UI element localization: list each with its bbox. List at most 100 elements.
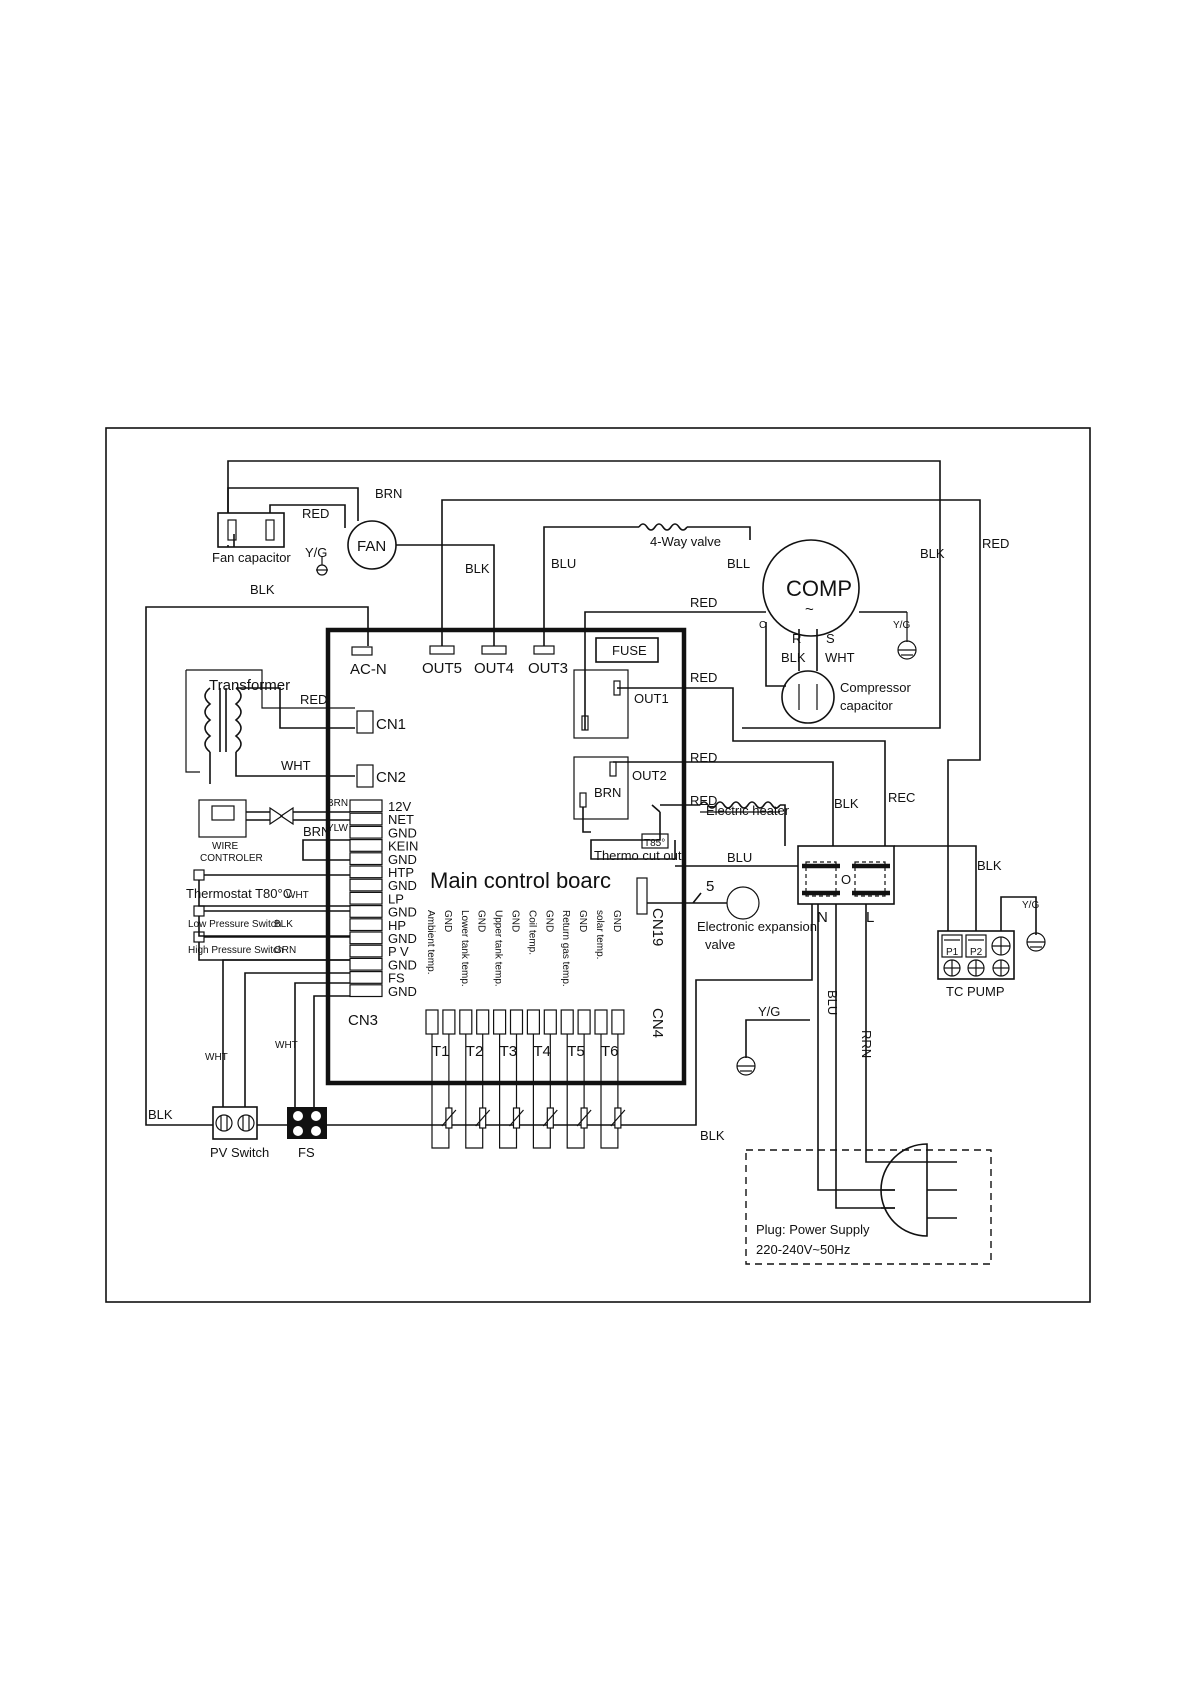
cn4-pin <box>476 1009 490 1035</box>
cn3-pin <box>349 799 383 813</box>
svg-text:C: C <box>759 620 766 631</box>
wire-label-blu-out3: BLU <box>551 556 576 571</box>
sensor-label: GND <box>611 910 622 932</box>
cn3-pin-label: GND <box>388 825 417 840</box>
thermistor-wire <box>566 1034 585 1149</box>
thermistor-arrow <box>475 1109 491 1127</box>
wire-label-yg-fan: Y/G <box>305 545 327 560</box>
cn3-pin <box>349 970 383 984</box>
connector-out3: OUT3 <box>528 645 568 677</box>
compressor-capacitor: Compressor capacitor <box>781 670 911 724</box>
svg-text:OUT3: OUT3 <box>528 660 568 677</box>
low-pressure-switch: Low Pressure Switch BLK <box>188 905 350 937</box>
svg-text:S: S <box>826 631 835 646</box>
wire-label-yg-plug: Y/G <box>758 1004 780 1019</box>
connector-cn4 <box>425 1009 625 1035</box>
cn3-pin <box>349 957 383 971</box>
svg-text:CN19: CN19 <box>649 908 666 946</box>
connector-cn2: CN2 <box>356 764 406 788</box>
svg-text:OUT4: OUT4 <box>474 660 514 677</box>
svg-text:capacitor: capacitor <box>840 698 893 713</box>
sensor-name: T1 <box>432 1043 450 1060</box>
svg-text:Thermostat T80°C: Thermostat T80°C <box>186 886 292 901</box>
high-pressure-switch: High Pressure Switch GRN <box>188 931 350 961</box>
connector-out5: OUT5 <box>422 645 462 677</box>
wire-label-wht-s: WHT <box>825 650 855 665</box>
electric-heater: Electric heater <box>699 801 790 818</box>
cn4-pin <box>543 1009 557 1035</box>
sensor-label: Coil temp. <box>526 910 537 955</box>
wire-label-rrn: RRN <box>859 1030 874 1058</box>
cn3-label: CN3 <box>348 1012 378 1029</box>
thermistor-arrow <box>509 1109 524 1127</box>
wire-label-wht-pv: WHT <box>205 1052 228 1063</box>
wire-label-blk-right: BLK <box>920 546 945 561</box>
wire-label-brn-kein: BRN <box>303 824 330 839</box>
cn3-pin <box>349 944 383 958</box>
svg-text:valve: valve <box>705 937 735 952</box>
svg-text:High Pressure Switch: High Pressure Switch <box>188 945 284 956</box>
wire-label-red-cn1: RED <box>300 692 327 707</box>
svg-text:4-Way valve: 4-Way valve <box>650 534 721 549</box>
board-title: Main control boarc <box>430 868 611 893</box>
relay-out1: OUT1 <box>573 669 669 739</box>
connector-cn19: CN19 <box>636 877 666 946</box>
cn4-pin <box>425 1009 439 1035</box>
svg-text:PV Switch: PV Switch <box>210 1145 269 1160</box>
svg-text:Fan capacitor: Fan capacitor <box>212 550 291 565</box>
svg-text:O: O <box>841 872 851 887</box>
sensor-name: T4 <box>533 1043 551 1060</box>
svg-text:Thermo cut out: Thermo cut out <box>594 848 682 863</box>
svg-text:CN1: CN1 <box>376 716 406 733</box>
wire-label-ylw: YLW <box>327 823 348 834</box>
svg-text:T85°: T85° <box>644 838 665 849</box>
cn3-pin-label: FS <box>388 971 405 986</box>
sensor-label: GND <box>510 910 521 932</box>
svg-text:FS: FS <box>298 1145 315 1160</box>
connector-out4: OUT4 <box>474 645 514 677</box>
wire-label-blk-bottom: BLK <box>700 1128 725 1143</box>
thermistor-arrow <box>542 1109 558 1127</box>
svg-text:WHT: WHT <box>286 890 309 901</box>
wire-label-blk-mid: BLK <box>834 796 859 811</box>
tc-pump: P1 P2 TC PUMP <box>937 930 1015 999</box>
fan-capacitor: Fan capacitor <box>212 512 291 565</box>
wire-label-blk-out4: BLK <box>465 561 490 576</box>
wire-label-blu-mains: BLU <box>825 990 840 1015</box>
wire-label-yg-pump: Y/G <box>1022 900 1039 911</box>
sensor-label: Upper tank temp. <box>493 910 504 987</box>
cn4-pin <box>509 1009 524 1035</box>
cn3-pin <box>349 852 383 866</box>
transformer: Transformer <box>185 669 355 773</box>
svg-text:FAN: FAN <box>357 538 386 555</box>
cn4-pin <box>526 1009 541 1035</box>
cn4-pin <box>560 1009 574 1035</box>
cn4-pin <box>611 1009 625 1035</box>
cn3-pin-label: HP <box>388 918 406 933</box>
wire-label-wht-fs: WHT <box>275 1040 298 1051</box>
cn4-label: CN4 <box>649 1008 666 1038</box>
cn3-pin <box>349 812 383 826</box>
thermistor-arrow <box>441 1109 457 1127</box>
sensor-label: solar temp. <box>594 910 605 959</box>
sensor-label: GND <box>476 910 487 932</box>
svg-text:P2: P2 <box>970 947 983 958</box>
connector-ac-n: AC-N <box>350 646 387 678</box>
cn3-pin-label: GND <box>388 852 417 867</box>
wire-label-blk-left: BLK <box>148 1107 173 1122</box>
wire-label-bll: BLL <box>727 556 750 571</box>
svg-text:OUT1: OUT1 <box>634 691 669 706</box>
svg-text:R: R <box>792 631 801 646</box>
sensor-label: GND <box>543 910 554 932</box>
svg-text:Electronic expansion: Electronic expansion <box>697 919 817 934</box>
svg-text:~: ~ <box>805 601 814 618</box>
cn3-pin <box>349 891 383 905</box>
svg-text:OUT5: OUT5 <box>422 660 462 677</box>
svg-text:Plug: Power Supply: Plug: Power Supply <box>756 1222 870 1237</box>
sensor-name: T3 <box>500 1043 518 1060</box>
wire-label-brn-fan: BRN <box>375 486 402 501</box>
